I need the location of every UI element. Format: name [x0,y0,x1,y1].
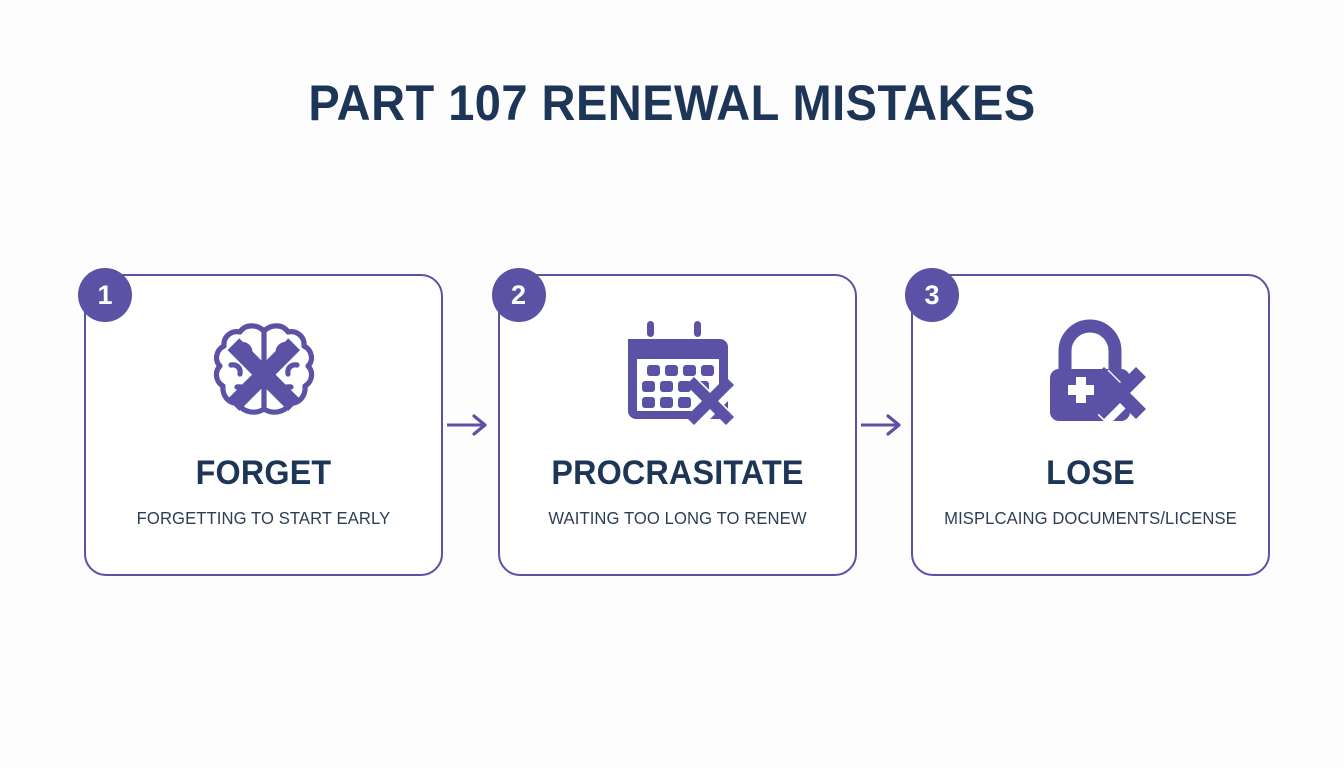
card-subheading-1: FORGETTING TO START EARLY [136,508,391,528]
mistake-card-1[interactable]: 1 FORGET [78,268,443,576]
arrow-right-icon [447,414,487,436]
mistake-card-3[interactable]: 3 LOSE MISPLCAING DOCUMENTS/L [905,268,1270,576]
page-title: PART 107 RENEWAL MISTAKES [308,75,1036,131]
card-subheading-3: MISPLCAING DOCUMENTS/LICENSE [944,508,1237,528]
card-heading-2: PROCRASITATE [550,454,804,492]
card-heading-3: LOSE [1046,454,1135,492]
lock-x-icon [913,312,1268,432]
card-heading-1: FORGET [195,454,332,492]
mistake-card-2[interactable]: 2 [491,268,857,576]
connector-1 [443,274,498,576]
card-number-badge-1: 1 [78,268,132,322]
card-subheading-2: WAITING TOO LONG TO RENEW [547,508,807,528]
card-number-badge-3: 3 [905,268,959,322]
arrow-right-icon [860,414,901,436]
card-number-badge-2: 2 [491,268,546,322]
calendar-x-icon [500,312,855,432]
brain-x-icon [86,312,441,432]
mistakes-card-row: 1 FORGET [78,268,1270,576]
connector-2 [857,274,912,576]
